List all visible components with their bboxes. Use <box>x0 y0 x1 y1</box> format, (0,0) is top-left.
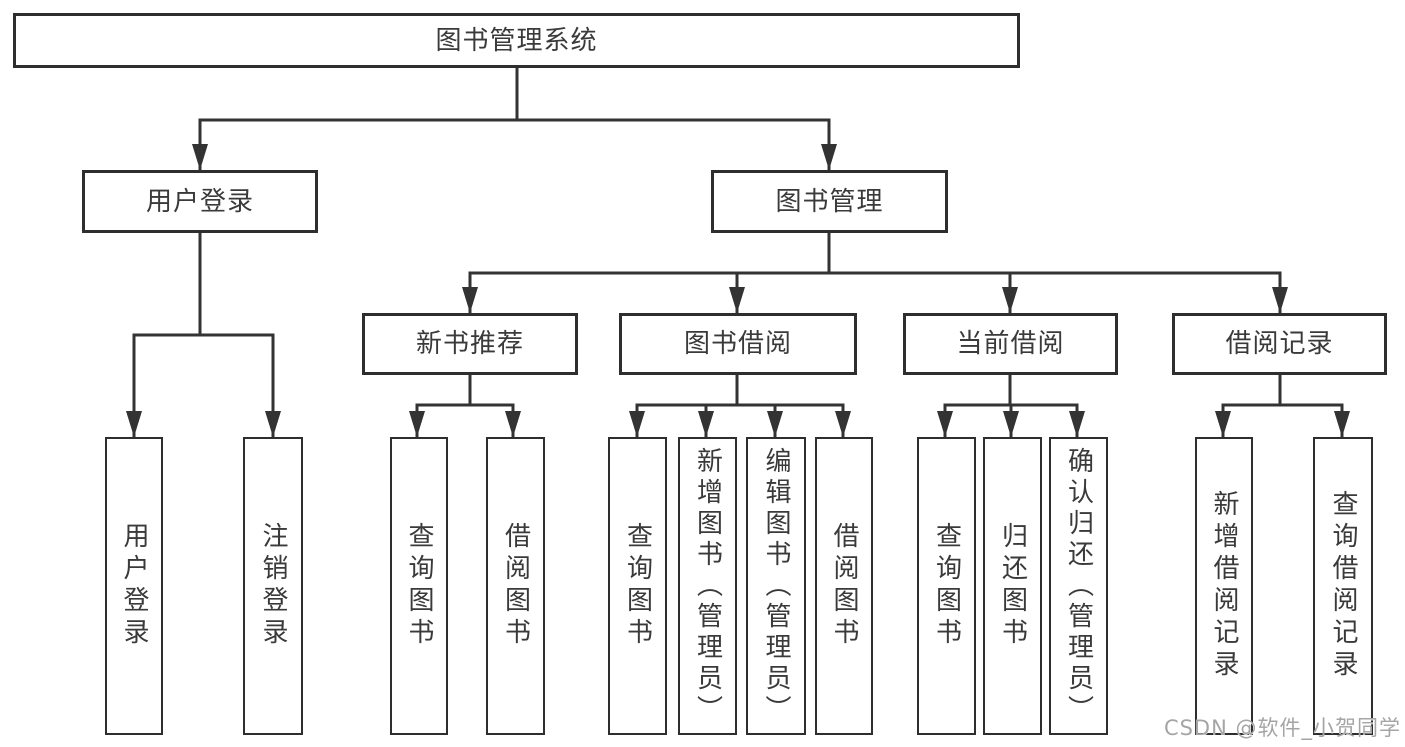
leaf-newbook-query-books: 查询图书 <box>390 437 448 735</box>
node-label: 图书管理 <box>775 186 884 217</box>
node-label: 确认归还（管理员） <box>1063 446 1094 726</box>
node-label: 查询借阅记录 <box>1328 490 1358 682</box>
node-label: 新增借阅记录 <box>1209 490 1239 682</box>
node-label: 借阅图书 <box>829 522 859 650</box>
leaf-borrow-add-books-admin: 新增图书（管理员） <box>678 437 737 735</box>
node-label: 查询图书 <box>622 522 653 650</box>
node-label: 当前借阅 <box>956 329 1065 359</box>
node-book-borrowing: 图书借阅 <box>619 313 857 375</box>
leaf-logout: 注销登录 <box>243 437 303 735</box>
node-label: 查询图书 <box>931 522 962 650</box>
leaf-current-return-books: 归还图书 <box>983 437 1042 735</box>
node-label: 图书借阅 <box>683 329 792 359</box>
node-label: 注销登录 <box>258 522 288 650</box>
leaf-newbook-borrow-books: 借阅图书 <box>486 437 545 735</box>
leaf-borrow-query-books: 查询图书 <box>608 437 667 735</box>
node-label: 用户登录 <box>119 522 149 650</box>
node-user-login: 用户登录 <box>82 170 318 233</box>
node-label: 查询图书 <box>404 522 434 650</box>
node-label: 图书管理系统 <box>435 25 598 56</box>
connector-group <box>126 68 1350 437</box>
node-label: 编辑图书（管理员） <box>761 446 791 726</box>
node-label: 归还图书 <box>997 522 1028 650</box>
leaf-record-query-borrow-record: 查询借阅记录 <box>1313 437 1373 735</box>
node-label: 用户登录 <box>145 186 254 217</box>
node-root-library-system: 图书管理系统 <box>13 13 1020 68</box>
watermark: CSDN @软件_小贺同学 <box>1163 716 1401 740</box>
node-label: 借阅图书 <box>500 522 531 650</box>
node-current-borrowing: 当前借阅 <box>903 313 1118 375</box>
node-label: 新书推荐 <box>415 329 524 359</box>
leaf-user-login: 用户登录 <box>105 437 163 735</box>
leaf-borrow-edit-books-admin: 编辑图书（管理员） <box>746 437 806 735</box>
node-borrowing-records: 借阅记录 <box>1172 313 1387 375</box>
node-label: 借阅记录 <box>1225 329 1334 359</box>
leaf-current-query-books: 查询图书 <box>917 437 976 735</box>
leaf-record-add-borrow-record: 新增借阅记录 <box>1195 437 1253 735</box>
leaf-borrow-borrow-books: 借阅图书 <box>815 437 873 735</box>
node-new-book-recommend: 新书推荐 <box>362 313 578 375</box>
node-label: 新增图书（管理员） <box>692 446 723 726</box>
leaf-current-confirm-return-admin: 确认归还（管理员） <box>1049 437 1108 735</box>
node-book-management: 图书管理 <box>711 170 948 233</box>
